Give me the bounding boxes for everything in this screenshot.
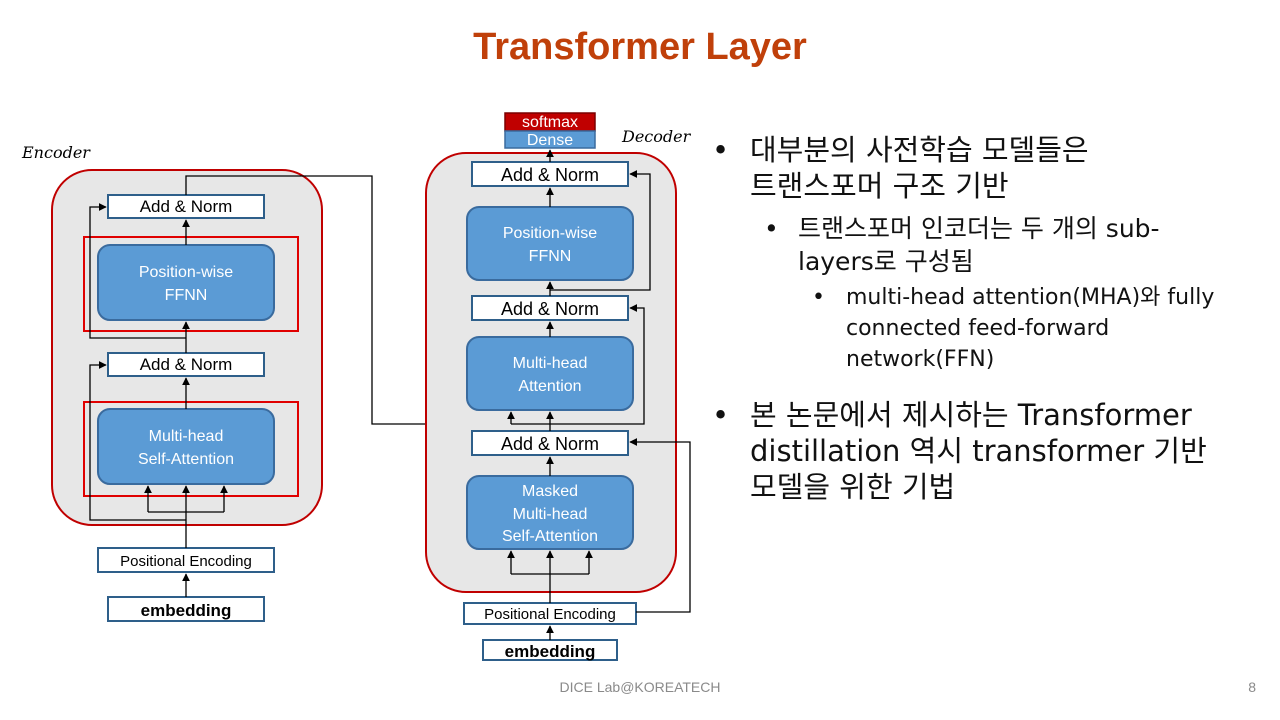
bullet-1-line-2: 트랜스포머 구조 기반	[750, 169, 1009, 203]
bullet-1-subsub-line-3: network(FFN)	[846, 347, 995, 372]
bullet-1-line-1: 대부분의 사전학습 모델들은	[750, 133, 1089, 167]
encoder-embedding	[107, 596, 265, 622]
encoder-ffnn-label-1: Position-wise	[139, 264, 233, 281]
decoder-add-norm-bottom	[471, 430, 629, 456]
bullet-1-subsub: multi-head attention(MHA)와 fully connect…	[808, 282, 1272, 375]
bullet-1: 대부분의 사전학습 모델들은 트랜스포머 구조 기반	[712, 132, 1272, 204]
bullet-1-sub-line-2: layers로 구성됨	[798, 247, 974, 276]
decoder-mha-label-2: Attention	[518, 378, 581, 395]
encoder-mha-label-2: Self-Attention	[138, 451, 234, 468]
bullet-1-subsub-line-2: connected feed-forward	[846, 316, 1110, 341]
decoder-label: Decoder	[621, 127, 692, 146]
decoder-ffnn-label-1: Position-wise	[503, 225, 597, 242]
decoder-dense-label: Dense	[527, 132, 573, 149]
encoder-add-norm-top-label: Add & Norm	[140, 197, 233, 216]
encoder-embedding-label: embedding	[141, 601, 232, 620]
encoder-ffnn-block	[97, 244, 275, 321]
bullet-1-subsub-line-1: multi-head attention(MHA)와 fully	[846, 285, 1215, 310]
decoder-masked-label-3: Self-Attention	[502, 528, 598, 545]
decoder-add-norm-bottom-label: Add & Norm	[501, 434, 599, 454]
encoder-ffnn-highlight	[83, 236, 299, 332]
encoder-positional-encoding	[97, 547, 275, 573]
bullet-list: 대부분의 사전학습 모델들은 트랜스포머 구조 기반 트랜스포머 인코더는 두 …	[712, 132, 1272, 513]
decoder-add-norm-mid-label: Add & Norm	[501, 299, 599, 319]
bullet-1-sub: 트랜스포머 인코더는 두 개의 sub- layers로 구성됨	[760, 212, 1272, 278]
decoder-mha-label-1: Multi-head	[513, 355, 588, 372]
decoder-mha-block	[466, 336, 634, 411]
decoder-embedding-label: embedding	[505, 642, 596, 661]
decoder-ffnn-block	[466, 206, 634, 281]
bullet-2-line-1: 본 논문에서 제시하는 Transformer	[750, 398, 1192, 432]
decoder-masked-label-2: Multi-head	[513, 506, 588, 523]
page-number: 8	[1248, 679, 1256, 695]
decoder-add-norm-top	[471, 161, 629, 187]
decoder-masked-label-1: Masked	[522, 483, 578, 500]
encoder-add-norm-bottom-label: Add & Norm	[140, 355, 233, 374]
encoder-mha-label-1: Multi-head	[149, 428, 224, 445]
decoder-softmax-label: softmax	[522, 114, 578, 131]
encoder-positional-encoding-label: Positional Encoding	[120, 553, 252, 570]
decoder-arrows	[507, 149, 691, 640]
bullet-2-line-3: 모델을 위한 기법	[750, 470, 956, 504]
footer-lab: DICE Lab@KOREATECH	[559, 679, 721, 695]
decoder-ffnn-label-2: FFNN	[529, 248, 572, 265]
encoder-mha-block	[97, 408, 275, 485]
bullet-2-line-2: distillation 역시 transformer 기반	[750, 434, 1207, 468]
encoder-ffnn-label-2: FFNN	[165, 287, 208, 304]
decoder-add-norm-mid	[471, 295, 629, 321]
decoder-add-norm-top-label: Add & Norm	[501, 165, 599, 185]
encoder-mha-highlight	[83, 401, 299, 497]
slide-title: Transformer Layer	[473, 26, 807, 68]
decoder-dense	[504, 130, 596, 149]
decoder-positional-encoding-label: Positional Encoding	[484, 606, 616, 623]
encoder-label: Encoder	[21, 143, 91, 162]
bullet-2: 본 논문에서 제시하는 Transformer distillation 역시 …	[712, 397, 1272, 505]
bullet-1-sub-line-1: 트랜스포머 인코더는 두 개의 sub-	[798, 214, 1160, 243]
